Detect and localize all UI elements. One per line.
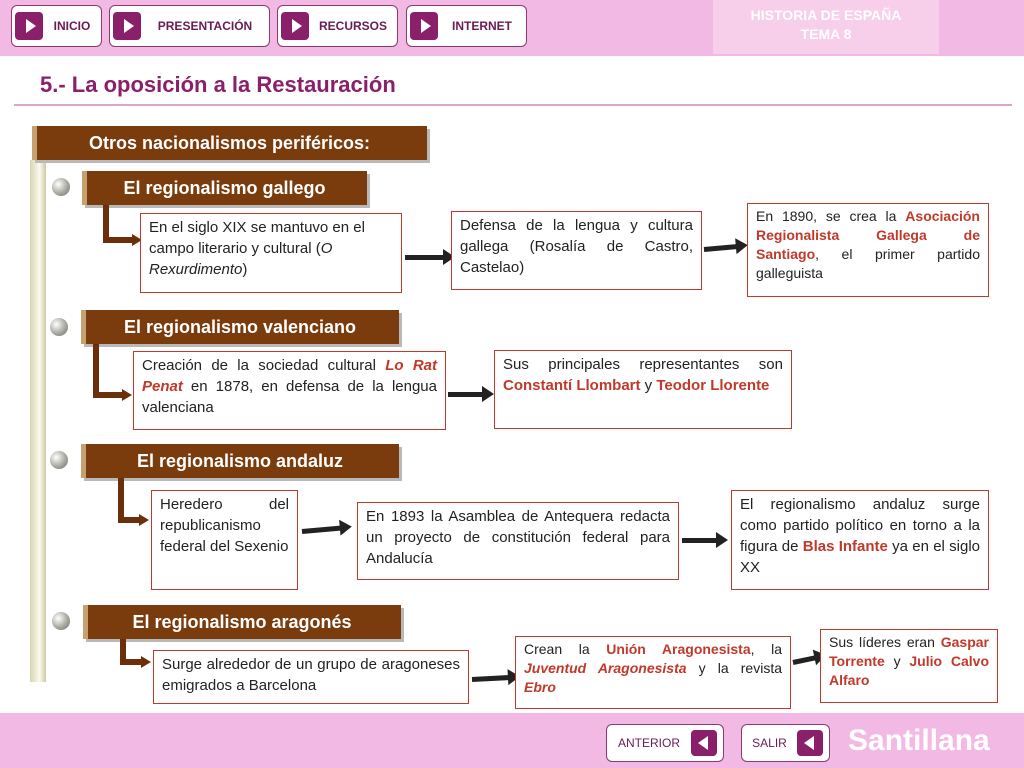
nav-internet-button[interactable]: INTERNET [406,5,527,47]
andaluz-box-2: En 1893 la Asamblea de Antequera redacta… [357,502,679,580]
nav-inicio-label: INICIO [53,19,91,33]
arrow-right-icon [703,244,739,252]
subject-badge-line1: HISTORIA DE ESPAÑA [750,7,902,23]
aragones-box-1: Surge alrededor de un grupo de aragonese… [153,650,469,704]
salir-button[interactable]: SALIR [741,724,830,762]
text: Crean la [524,641,607,657]
bullet-icon [50,451,68,469]
text-italic: O Rexurdimento [149,240,333,278]
connector-elbow [103,205,142,246]
text: En 1890, se crea la [756,208,906,224]
subject-badge: HISTORIA DE ESPAÑA TEMA 8 [713,0,939,54]
text: Creación de la sociedad cultural [142,357,386,374]
anterior-button[interactable]: ANTERIOR [606,724,724,762]
highlight-text: Teodor Llorente [656,377,770,394]
aragones-box-2: Crean la Unión Aragonesista, la Juventud… [515,636,791,709]
gallego-box-3: En 1890, se crea la Asociación Regionali… [747,203,989,297]
highlight-text: Juventud Aragonesista [524,660,687,676]
text: ya en el siglo XX [740,538,980,576]
gallego-box-2: Defensa de la lengua y cultura gallega (… [451,211,702,290]
bullet-icon [52,612,70,630]
nav-recursos-button[interactable]: RECURSOS [277,5,398,47]
header-aragones: El regionalismo aragonés [83,605,401,639]
arrow-right-icon [682,532,728,548]
page-title: 5.- La oposición a la Restauración [40,72,396,97]
text: El regionalismo andaluz surge como parti… [740,496,980,555]
highlight-text: Blas Infante [802,538,888,555]
header-valenciano: El regionalismo valenciano [81,310,399,344]
gallego-box-1: En el siglo XIX se mantuvo en el campo l… [140,213,402,293]
arrow-right-icon [471,675,511,682]
nav-recursos-label: RECURSOS [318,19,387,33]
play-icon [113,12,141,40]
text: y la revista [686,660,782,676]
arrow-right-icon [448,386,494,402]
title-divider [14,104,1012,106]
bullet-icon [52,178,70,196]
arrow-right-icon [792,655,817,665]
nav-presentacion-label: PRESENTACIÓN [157,19,253,33]
main-section-header: Otros nacionalismos periféricos: [32,126,427,160]
nav-inicio-button[interactable]: INICIO [11,5,102,47]
valenciano-box-1: Creación de la sociedad cultural Lo Rat … [133,351,446,430]
highlight-text: Unión Aragonesista [606,641,751,657]
header-gallego: El regionalismo gallego [82,171,367,205]
text: y [640,377,657,394]
connector-elbow [118,478,149,526]
text: , el primer partido galleguista [756,246,980,281]
brand-logo: Santillana [848,724,990,757]
bullet-icon [50,318,68,336]
arrow-right-icon [301,525,343,534]
back-arrow-icon [691,730,717,756]
text: En el siglo XIX se mantuvo en el campo l… [149,219,365,257]
valenciano-box-2: Sus principales representantes son Const… [494,350,792,429]
play-icon [15,12,43,40]
bottom-nav-bar [0,713,1024,768]
highlight-text: Asociación Regionalista Gallega de Santi… [756,208,980,262]
highlight-text: Ebro [524,679,556,695]
nav-internet-label: INTERNET [452,19,512,33]
left-rail [30,160,46,682]
subject-badge-line2: TEMA 8 [800,26,852,42]
text: Sus líderes eran [829,634,941,650]
play-icon [410,12,438,40]
arrow-right-icon [405,249,455,265]
text: Sus principales representantes son [503,356,783,373]
text: ) [242,261,248,278]
aragones-box-3: Sus líderes eran Gaspar Torrente y Julio… [820,629,998,703]
connector-elbow [120,639,151,668]
anterior-label: ANTERIOR [617,736,680,750]
text: en 1878, en defensa de la lengua valenci… [142,378,437,416]
play-icon [281,12,309,40]
highlight-text: Julio Calvo Alfaro [829,653,990,688]
text: y [884,653,910,669]
connector-elbow [93,344,132,401]
header-andaluz: El regionalismo andaluz [81,444,399,478]
highlight-text: Constantí Llombart [503,377,641,394]
highlight-text: Gaspar Torrente [829,634,989,669]
back-arrow-icon [797,730,823,756]
andaluz-box-3: El regionalismo andaluz surge como parti… [731,490,989,590]
highlight-text: Lo Rat Penat [142,357,437,395]
salir-label: SALIR [752,736,787,750]
nav-presentacion-button[interactable]: PRESENTACIÓN [109,5,270,47]
andaluz-box-1: Heredero del republicanismo federal del … [151,490,298,590]
text: , la [750,641,782,657]
